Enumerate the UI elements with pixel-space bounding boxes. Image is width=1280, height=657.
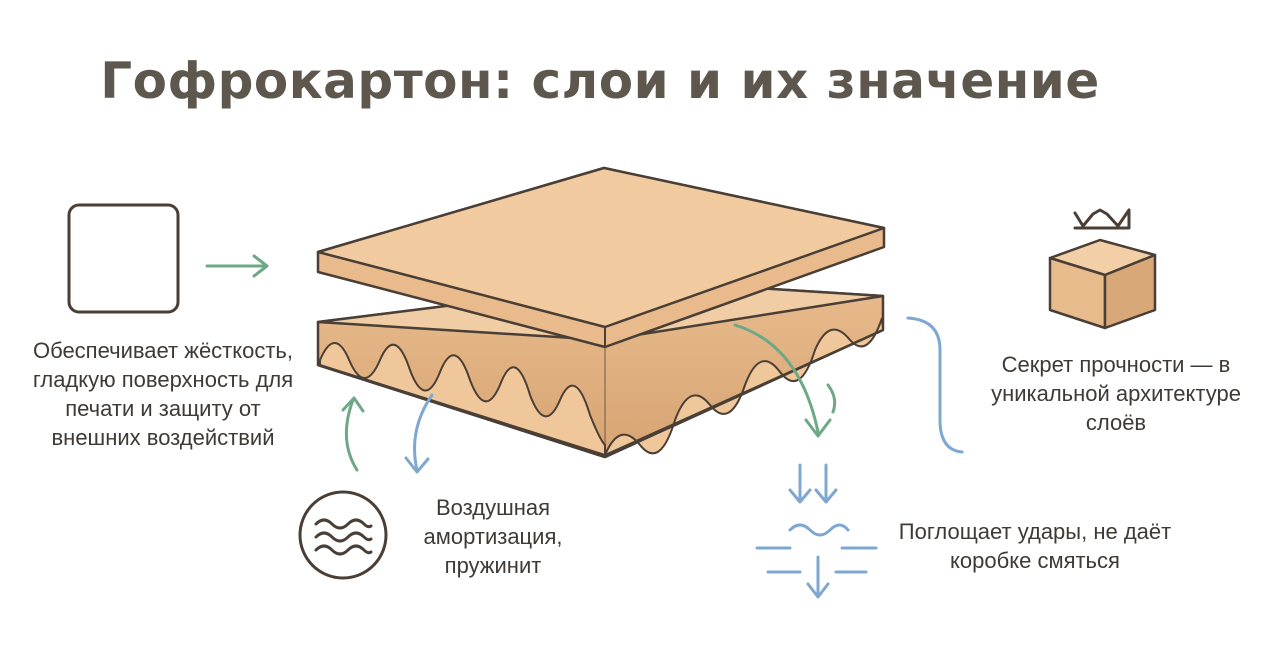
air-caption: Воздушная амортизация, пружинит: [423, 495, 563, 578]
arrow-right-icon: [205, 254, 269, 278]
flute-right: [603, 317, 885, 457]
impact-arrows-icon: [755, 463, 878, 599]
strength-caption: Секрет прочности — в уникальной архитект…: [991, 352, 1241, 435]
flute-left: [319, 342, 606, 457]
wave-circle-icon: [298, 490, 388, 580]
crown-icon: [1073, 208, 1131, 230]
air-up-arrow-icon: [341, 396, 365, 472]
corrugated-layers: [316, 166, 886, 459]
liner-caption: Обеспечивает жёсткость, гладкую поверхно…: [32, 338, 294, 450]
strength-bracket-icon: [906, 316, 964, 454]
shock-caption: Поглощает удары, не даёт коробке смяться: [898, 519, 1172, 573]
impact-green-arrow-icon: [733, 323, 837, 438]
box-icon: [1048, 238, 1157, 330]
air-down-arrow-icon: [404, 393, 434, 474]
square-icon: [67, 203, 180, 314]
page-title: Гофрокартон: слои и их значение: [100, 52, 1100, 110]
